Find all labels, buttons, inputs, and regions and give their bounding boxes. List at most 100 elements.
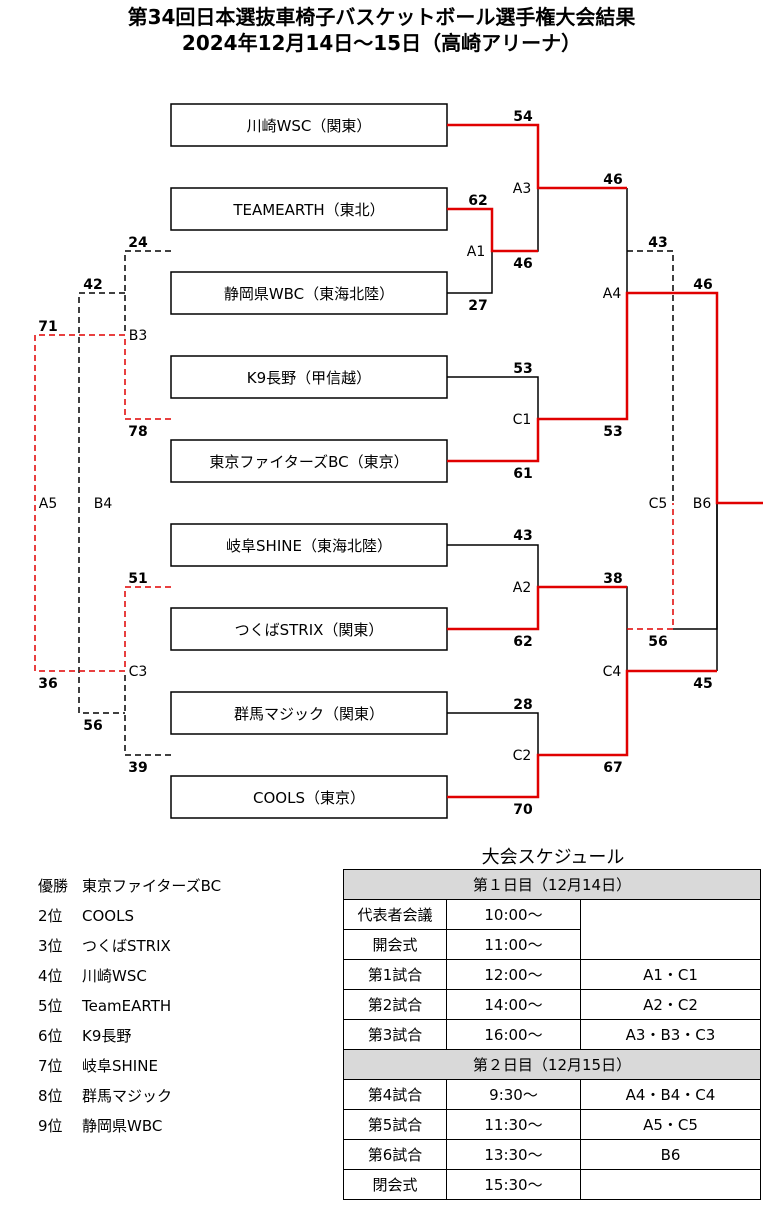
team-name: 川崎WSC（関東） xyxy=(247,117,372,135)
schedule-row: 第3試合 16:00～ A3・B3・C3 xyxy=(343,1019,761,1050)
line-a1-bottom xyxy=(447,251,493,294)
line-c4-top xyxy=(538,586,628,671)
standing-team: COOLS xyxy=(82,907,134,925)
score: 46 xyxy=(693,277,712,293)
standing-row: 8位 群馬マジック xyxy=(38,1086,221,1116)
team-box-kawasaki xyxy=(170,103,448,147)
schedule-event: 代表者会議 xyxy=(343,899,447,930)
game-labels: A1 A2 C1 C2 A3 C4 A4 C5 B6 B3 C3 B4 A5 xyxy=(39,181,712,764)
schedule-event: 開会式 xyxy=(343,929,447,960)
score: 28 xyxy=(513,697,532,713)
line-c2-top xyxy=(447,712,539,755)
standing-rank: 5位 xyxy=(38,997,63,1015)
team-name: COOLS（東京） xyxy=(253,789,365,807)
schedule-event: 第6試合 xyxy=(343,1139,447,1170)
bracket-lines-black-dashed xyxy=(78,250,674,756)
schedule-time: 11:30～ xyxy=(446,1109,581,1140)
standing-team: 川崎WSC xyxy=(82,967,147,985)
line-a1-winner xyxy=(447,207,538,253)
score: 67 xyxy=(603,760,622,776)
line-b3-top xyxy=(124,250,171,335)
game-label: A2 xyxy=(513,580,531,596)
game-label: B3 xyxy=(129,328,148,344)
schedule-games: A4・B4・C4 xyxy=(580,1079,761,1110)
schedule-time: 15:30～ xyxy=(446,1169,581,1200)
schedule-games xyxy=(580,1169,761,1200)
team-boxes xyxy=(170,103,448,819)
game-label: A3 xyxy=(513,181,531,197)
line-c3-winner xyxy=(124,586,171,671)
game-label: A4 xyxy=(603,286,622,302)
team-name: 東京ファイターズBC（東京） xyxy=(209,453,408,471)
standing-rank: 3位 xyxy=(38,937,63,955)
scores: 62 27 43 62 53 61 28 70 54 46 38 67 46 5… xyxy=(38,109,712,818)
tournament-bracket: 川崎WSC（関東） TEAMEARTH（東北） 静岡県WBC（東海北陸） K9長… xyxy=(34,103,763,819)
game-label: C5 xyxy=(649,496,668,512)
team-box-cools xyxy=(170,775,448,819)
team-names: 川崎WSC（関東） TEAMEARTH（東北） 静岡県WBC（東海北陸） K9長… xyxy=(209,117,408,807)
schedule-time: 13:30～ xyxy=(446,1139,581,1170)
standing-rank: 9位 xyxy=(38,1117,63,1135)
score: 43 xyxy=(513,528,532,544)
standing-rank: 4位 xyxy=(38,967,63,985)
standing-rank: 優勝 xyxy=(38,877,69,895)
score: 62 xyxy=(468,193,487,209)
line-c5-winner xyxy=(627,503,674,630)
score: 45 xyxy=(693,676,712,692)
schedule-games: A3・B3・C3 xyxy=(580,1019,761,1050)
standing-rank: 7位 xyxy=(38,1057,63,1075)
standing-row: 9位静岡県WBC xyxy=(38,1116,221,1146)
score: 56 xyxy=(648,634,667,650)
team-name: TEAMEARTH（東北） xyxy=(232,201,384,219)
schedule-row: 第4試合 9:30～ A4・B4・C4 xyxy=(343,1079,761,1110)
schedule-title: 大会スケジュール xyxy=(481,847,625,868)
page-title: 第34回日本選抜車椅子バスケットボール選手権大会結果 xyxy=(127,5,636,29)
line-a5 xyxy=(34,334,125,672)
standing-row: 4位 川崎WSC xyxy=(38,966,221,996)
team-box-gunma xyxy=(170,691,448,735)
schedule-games: A5・C5 xyxy=(580,1109,761,1140)
team-name: 静岡県WBC（東海北陸） xyxy=(224,285,394,303)
standing-team: K9長野 xyxy=(82,1027,132,1045)
schedule-row: 開会式 11:00～ xyxy=(343,929,761,960)
schedule-day-header: 第２日目（12月15日） xyxy=(343,1049,761,1080)
schedule-event: 第4試合 xyxy=(343,1079,447,1110)
score: 53 xyxy=(603,424,622,440)
line-a3-winner xyxy=(447,123,627,190)
standing-rank: 2位 xyxy=(38,907,63,925)
schedule-games: A1・C1 xyxy=(580,959,761,990)
line-c1-top xyxy=(447,376,539,419)
score: 53 xyxy=(513,361,532,377)
standing-team: 群馬マジック xyxy=(82,1087,173,1105)
standing-team: 岐阜SHINE xyxy=(82,1057,158,1075)
line-b3-winner xyxy=(124,335,171,420)
game-label: B4 xyxy=(94,496,113,512)
score: 51 xyxy=(128,571,147,587)
standing-team: つくばSTRIX xyxy=(82,937,171,955)
team-box-k9 xyxy=(170,355,448,399)
line-b6-bottom xyxy=(673,503,718,630)
schedule-games: B6 xyxy=(580,1139,761,1170)
game-label: A5 xyxy=(39,496,57,512)
score: 61 xyxy=(513,466,532,482)
line-c3-bottom xyxy=(124,671,171,756)
game-label: B6 xyxy=(693,496,712,512)
team-name: 岐阜SHINE（東海北陸） xyxy=(226,537,392,555)
schedule-row: 第2試合 14:00～ A2・C2 xyxy=(343,989,761,1020)
team-name: つくばSTRIX（関東） xyxy=(235,621,384,639)
schedule-event: 第5試合 xyxy=(343,1109,447,1140)
line-c5-top xyxy=(627,250,674,503)
line-a2-winner xyxy=(447,585,627,631)
standing-row: 2位 COOLS xyxy=(38,906,221,936)
score: 24 xyxy=(128,235,148,251)
score: 54 xyxy=(513,109,533,125)
team-box-fighters xyxy=(170,439,448,483)
standing-team: TeamEARTH xyxy=(82,997,172,1015)
standing-rank: 8位 xyxy=(38,1087,63,1105)
team-name: 群馬マジック（関東） xyxy=(234,705,384,723)
score: 36 xyxy=(38,676,57,692)
score: 78 xyxy=(128,424,147,440)
page-subtitle: 2024年12月14日～15日（高崎アリーナ） xyxy=(181,31,582,55)
team-box-tsukuba xyxy=(170,607,448,651)
